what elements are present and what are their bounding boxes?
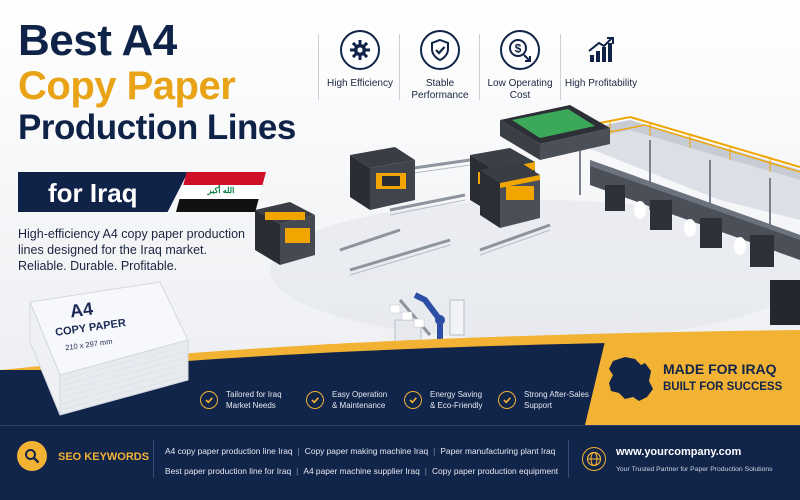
benefit-line-1: Tailored for Iraq (226, 390, 282, 399)
country-label: for Iraq (48, 178, 138, 208)
tagline: Your Trusted Partner for Paper Productio… (616, 466, 773, 473)
check-icon (404, 391, 422, 409)
keyword-row: A4 copy paper production line Iraq|Copy … (165, 446, 556, 456)
dollar-down-icon: $ (500, 30, 540, 70)
divider (0, 425, 800, 426)
benefit-line-1: Strong After-Sales (524, 390, 589, 399)
feature-label: Stable Performance (411, 78, 469, 101)
seo-keywords-label: SEO KEYWORDS (58, 451, 150, 463)
feature-label: High Efficiency (327, 78, 393, 89)
keyword: Best paper production line for Iraq (165, 466, 292, 476)
benefit-line-1: Easy Operation (332, 390, 388, 399)
divider (399, 34, 400, 100)
divider (153, 440, 154, 478)
website-link[interactable]: www.yourcompany.com (616, 446, 742, 458)
flag-inscription: الله أكبر (207, 186, 235, 196)
benefit-item: Easy Operation & Maintenance (306, 385, 387, 415)
globe-icon (582, 447, 606, 471)
headline-line-2: Copy Paper (18, 64, 236, 108)
keyword: A4 copy paper production line Iraq (165, 446, 293, 456)
made-for-iraq-badge: MADE FOR IRAQ BUILT FOR SUCCESS (585, 335, 800, 425)
benefit-item: Energy Saving & Eco-Friendly (404, 385, 482, 415)
divider (560, 34, 561, 100)
benefit-line-2: & Eco-Friendly (430, 401, 483, 410)
benefit-line-2: Support (524, 401, 553, 410)
divider (568, 440, 569, 478)
check-icon (306, 391, 324, 409)
headline-line-1: Best A4 (18, 16, 177, 65)
feature-label: Low Operating Cost (487, 78, 553, 101)
iraq-flag-icon: الله أكبر (176, 172, 266, 212)
keyword: Copy paper making machine Iraq (304, 446, 429, 456)
subtitle: High-efficiency A4 copy paper production… (18, 227, 245, 273)
feature-high-profitability: High Profitability (561, 30, 641, 90)
badge-subtitle: BUILT FOR SUCCESS (663, 381, 783, 393)
headline: Best A4 Copy Paper Production Lines (18, 18, 348, 148)
keyword-row: Best paper production line for Iraq|A4 p… (165, 466, 559, 476)
divider (318, 34, 319, 100)
divider (479, 34, 480, 100)
country-label-bar: for Iraq (18, 172, 188, 212)
paper-ream-image (29, 281, 189, 416)
benefit-line-2: & Maintenance (332, 401, 386, 410)
keyword: Copy paper production equipment (431, 466, 559, 476)
production-line-illustration (255, 105, 800, 362)
growth-chart-icon (581, 30, 621, 70)
iraq-map-icon (609, 357, 653, 401)
feature-stable-performance: Stable Performance (400, 30, 480, 102)
headline-line-3: Production Lines (18, 108, 296, 147)
shield-check-icon (420, 30, 460, 70)
benefit-line-1: Energy Saving (430, 390, 483, 399)
feature-label: High Profitability (564, 78, 638, 89)
keyword: A4 paper machine supplier Iraq (303, 466, 420, 476)
check-icon (200, 391, 218, 409)
feature-low-operating-cost: $ Low Operating Cost (480, 30, 560, 102)
check-icon (498, 391, 516, 409)
svg-text:$: $ (515, 42, 522, 56)
gear-icon (340, 30, 380, 70)
search-icon (17, 441, 47, 471)
benefit-line-2: Market Needs (226, 401, 276, 410)
ream-size: A4 (68, 298, 95, 322)
keyword: Paper manufacturing plant Iraq (440, 446, 556, 456)
badge-title: MADE FOR IRAQ (663, 361, 777, 377)
feature-high-efficiency: High Efficiency (320, 30, 400, 90)
